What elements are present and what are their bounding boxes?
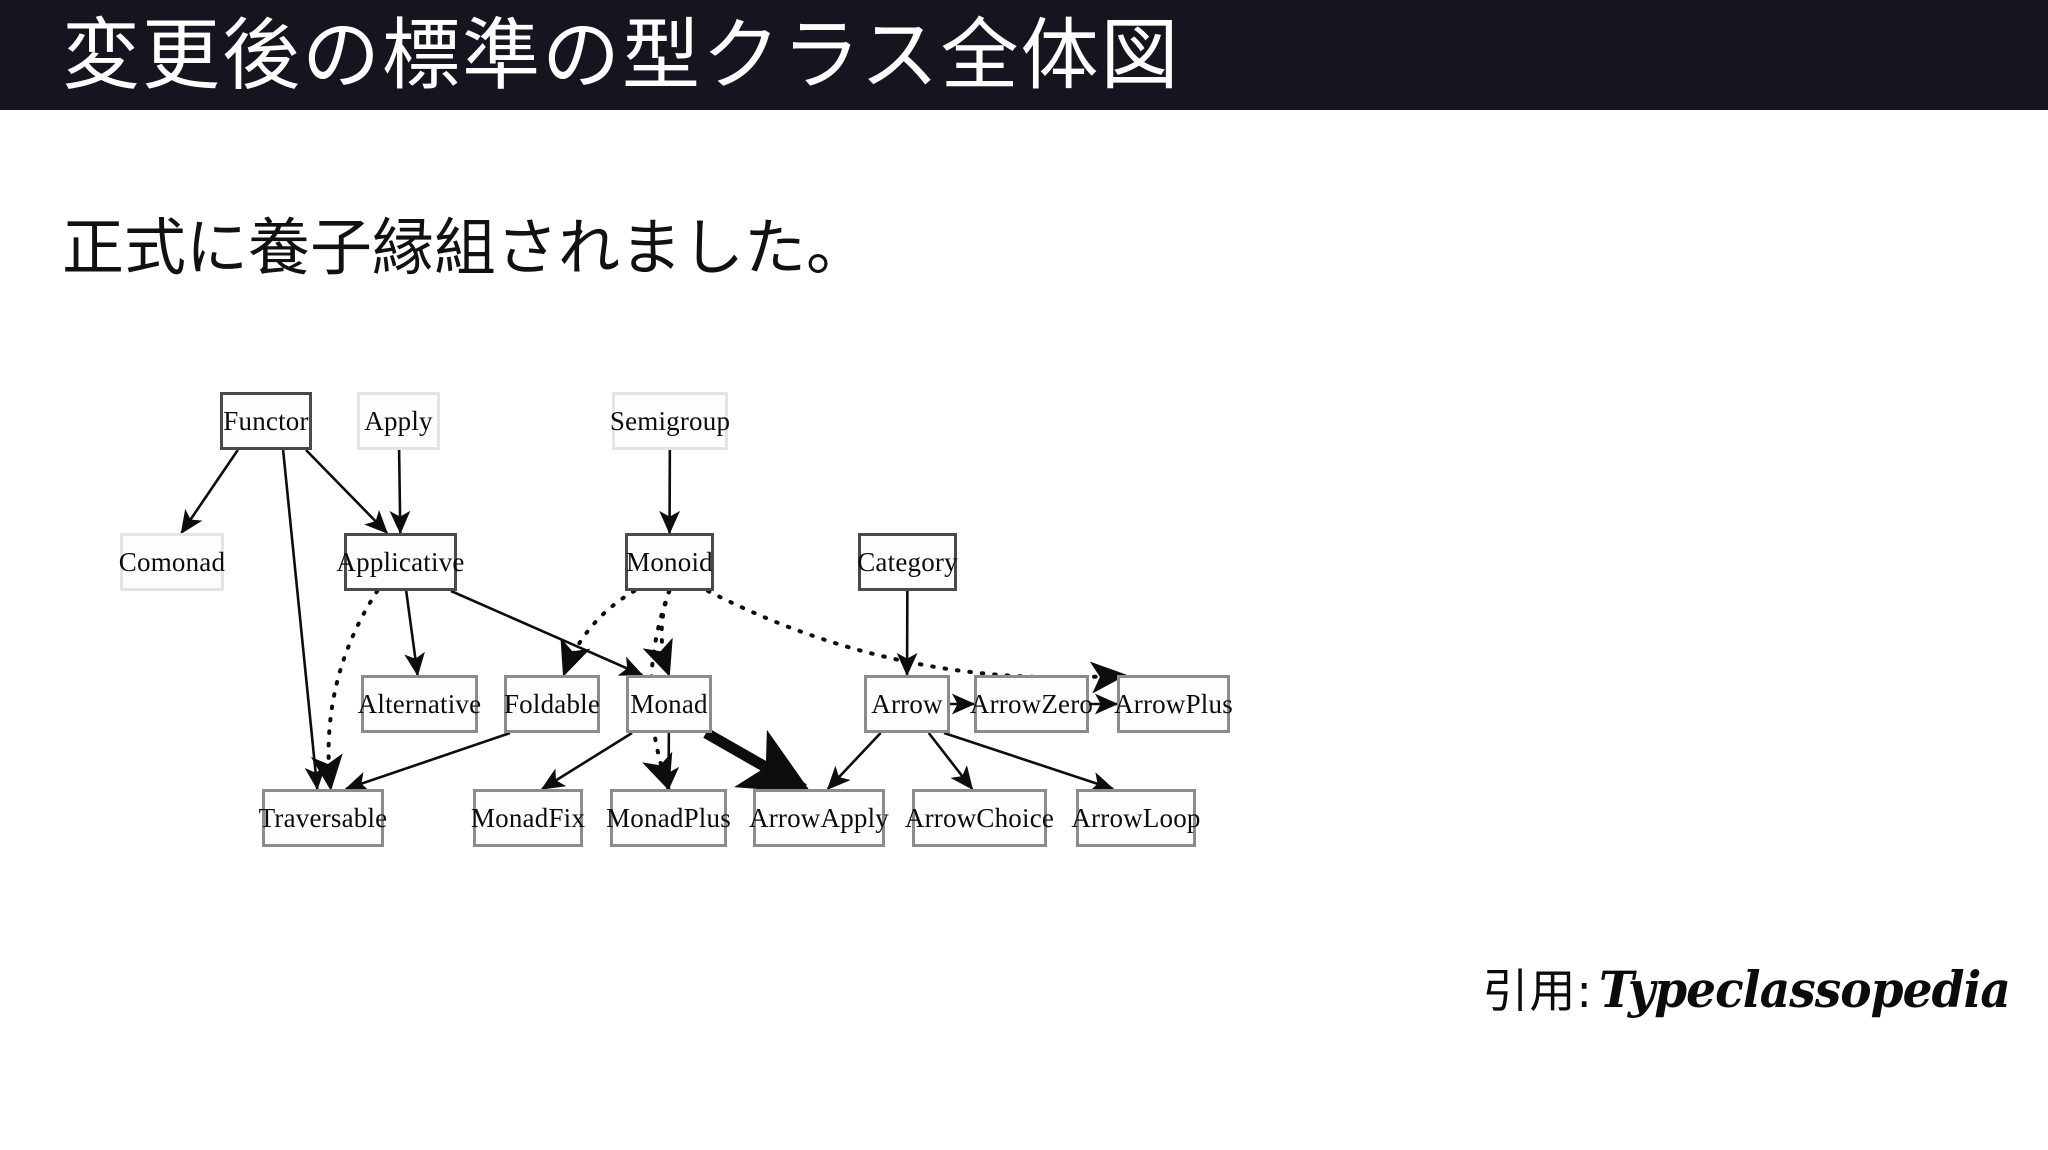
node-arrowplus[interactable]: ArrowPlus	[1114, 675, 1233, 733]
edge-functor-to-applicative	[305, 449, 388, 534]
node-applicative[interactable]: Applicative	[336, 533, 464, 591]
node-label: ArrowLoop	[1071, 802, 1201, 833]
edge-monad-to-monadfix	[540, 731, 633, 791]
citation-label: 引用:	[1482, 964, 1593, 1018]
slide-header-bar: 変更後の標準の型クラス全体図	[0, 0, 2048, 110]
edge-arrow-to-arrowapply	[826, 732, 882, 790]
node-monoid[interactable]: Monoid	[625, 533, 714, 591]
node-label: Semigroup	[609, 405, 731, 436]
citation: 引用: Typeclassopedia	[1482, 955, 2036, 1021]
node-label: ArrowZero	[969, 688, 1094, 719]
node-alternative[interactable]: Alternative	[358, 675, 481, 733]
node-label: Traversable	[258, 802, 388, 833]
node-label: Comonad	[118, 546, 226, 577]
edge-functor-to-traversable	[281, 449, 326, 791]
node-label: Monoid	[626, 546, 713, 577]
node-monadplus[interactable]: MonadPlus	[606, 789, 731, 847]
edge-monoid-to-monad	[642, 589, 673, 677]
node-functor[interactable]: Functor	[220, 392, 312, 450]
node-comonad[interactable]: Comonad	[118, 533, 226, 591]
edge-monoid-to-foldable	[560, 589, 637, 677]
node-label: Category	[857, 546, 958, 577]
citation-source: Typeclassopedia	[1598, 960, 2011, 1019]
node-semigroup[interactable]: Semigroup	[609, 392, 731, 450]
node-arrowchoice[interactable]: ArrowChoice	[905, 789, 1054, 847]
edge-monoid-to-arrowplus	[706, 589, 1127, 694]
edge-applicative-to-monad	[450, 589, 644, 677]
node-label: Arrow	[871, 688, 943, 719]
node-traversable[interactable]: Traversable	[259, 789, 387, 847]
node-label: Functor	[223, 405, 309, 436]
node-label: ArrowApply	[749, 802, 889, 833]
node-monad[interactable]: Monad	[626, 675, 712, 733]
edge-layer	[180, 449, 1127, 794]
diagram-edges-svg	[180, 449, 1127, 794]
edge-arrow-to-arrowchoice	[927, 732, 974, 791]
edge-apply-to-applicative	[389, 449, 411, 535]
node-monadfix[interactable]: MonadFix	[470, 789, 586, 847]
edge-functor-to-comonad	[180, 449, 239, 535]
node-label: MonadPlus	[606, 802, 731, 833]
edge-applicative-to-alternative	[404, 590, 425, 677]
node-arrow[interactable]: Arrow	[864, 675, 950, 733]
node-label: ArrowPlus	[1114, 688, 1233, 719]
node-category[interactable]: Category	[857, 533, 958, 591]
edge-foldable-to-traversable	[344, 731, 511, 792]
node-label: Monad	[630, 688, 708, 719]
edge-monad-to-arrowapply	[703, 728, 812, 794]
edge-arrow-to-arrowloop	[943, 731, 1115, 792]
slide-subtitle: 正式に養子縁組されました。	[62, 211, 869, 284]
node-label: Apply	[364, 405, 433, 436]
node-arrowzero[interactable]: ArrowZero	[970, 675, 1093, 733]
node-foldable[interactable]: Foldable	[504, 675, 600, 733]
node-label: Foldable	[503, 688, 601, 719]
page-title: 変更後の標準の型クラス全体図	[62, 11, 1181, 101]
node-apply[interactable]: Apply	[357, 392, 440, 450]
edge-applicative-to-traversable	[310, 589, 380, 791]
node-arrowapply[interactable]: ArrowApply	[749, 789, 889, 847]
node-label: Alternative	[357, 688, 482, 719]
node-arrowloop[interactable]: ArrowLoop	[1071, 789, 1200, 847]
node-label: Applicative	[336, 546, 465, 577]
node-label: MonadFix	[470, 802, 586, 833]
node-label: ArrowChoice	[904, 802, 1055, 833]
